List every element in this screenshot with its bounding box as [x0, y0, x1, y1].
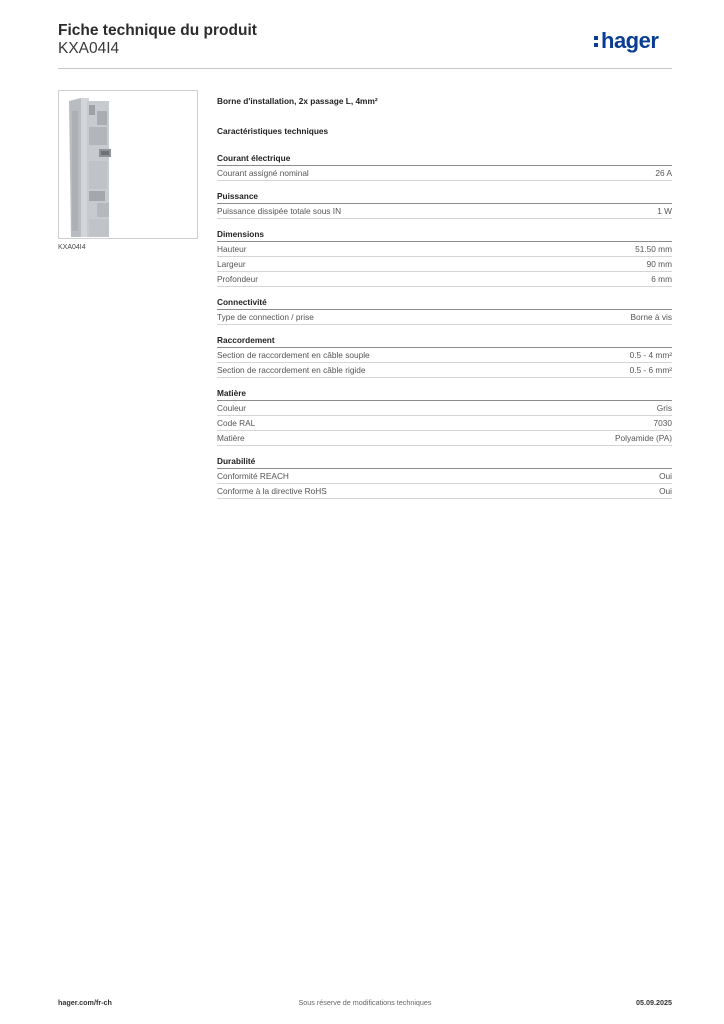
spec-content: Borne d'installation, 2x passage L, 4mm²…	[217, 96, 672, 508]
spec-label: Conforme à la directive RoHS	[217, 486, 327, 496]
spec-value: 0.5 - 6 mm²	[629, 365, 672, 375]
spec-label: Matière	[217, 433, 245, 443]
spec-row: Section de raccordement en câble rigide 0…	[217, 363, 672, 378]
spec-row: Code RAL 7030	[217, 416, 672, 431]
spec-value: Gris	[656, 403, 672, 413]
spec-label: Largeur	[217, 259, 246, 269]
logo-text: hager	[601, 28, 659, 53]
footer-date: 05.09.2025	[636, 998, 672, 1007]
spec-row: Puissance dissipée totale sous IN 1 W	[217, 204, 672, 219]
terminal-block-product-photo-icon	[59, 91, 197, 238]
spec-row: Type de connection / prise Borne à vis	[217, 310, 672, 325]
spec-label: Courant assigné nominal	[217, 168, 309, 178]
spec-label: Section de raccordement en câble souple	[217, 350, 370, 360]
spec-label: Couleur	[217, 403, 247, 413]
spec-row: Matière Polyamide (PA)	[217, 431, 672, 446]
spec-row: Conformité REACH Oui	[217, 469, 672, 484]
spec-label: Code RAL	[217, 418, 256, 428]
spec-row: Conforme à la directive RoHS Oui	[217, 484, 672, 499]
spec-value: 90 mm	[646, 259, 672, 269]
spec-label: Section de raccordement en câble rigide	[217, 365, 366, 375]
spec-label: Profondeur	[217, 274, 259, 284]
spec-group-title: Puissance	[217, 190, 672, 204]
spec-group-title: Dimensions	[217, 228, 672, 242]
spec-value: 0.5 - 4 mm²	[629, 350, 672, 360]
spec-group-title: Raccordement	[217, 334, 672, 348]
product-reference: KXA04I4	[58, 40, 120, 57]
spec-value: 7030	[653, 418, 672, 428]
specs-heading: Caractéristiques techniques	[217, 126, 329, 136]
logo-dots-icon	[594, 35, 598, 47]
page-header: Fiche technique du produit KXA04I4	[58, 22, 257, 58]
spec-label: Puissance dissipée totale sous IN	[217, 206, 342, 216]
product-description: Borne d'installation, 2x passage L, 4mm²	[217, 96, 378, 106]
spec-row: Courant assigné nominal 26 A	[217, 166, 672, 181]
spec-row: Section de raccordement en câble souple 0…	[217, 348, 672, 363]
spec-value: 26 A	[655, 168, 672, 178]
spec-group-title: Connectivité	[217, 296, 672, 310]
spec-value: 1 W	[657, 206, 672, 216]
spec-group-title: Matière	[217, 387, 672, 401]
spec-row: Largeur 90 mm	[217, 257, 672, 272]
spec-value: Oui	[659, 471, 672, 481]
spec-value: Oui	[659, 486, 672, 496]
spec-value: Borne à vis	[630, 312, 672, 322]
spec-value: 51.50 mm	[635, 244, 672, 254]
spec-value: Polyamide (PA)	[614, 433, 672, 443]
header-divider	[58, 68, 672, 69]
spec-label: Conformité REACH	[217, 471, 289, 481]
spec-value: 6 mm	[651, 274, 672, 284]
spec-row: Profondeur 6 mm	[217, 272, 672, 287]
spec-group-title: Durabilité	[217, 455, 672, 469]
spec-label: Hauteur	[217, 244, 247, 254]
image-caption: KXA04I4	[58, 244, 86, 251]
spec-group-title: Courant électrique	[217, 152, 672, 166]
product-image	[58, 90, 198, 239]
footer-disclaimer: Sous réserve de modifications techniques	[298, 998, 432, 1007]
document-title: Fiche technique du produit	[58, 22, 257, 39]
spec-row: Hauteur 51.50 mm	[217, 242, 672, 257]
footer-website: hager.com/fr-ch	[58, 998, 112, 1007]
spec-row: Couleur Gris	[217, 401, 672, 416]
hager-logo: hager	[594, 28, 659, 54]
spec-label: Type de connection / prise	[217, 312, 314, 322]
